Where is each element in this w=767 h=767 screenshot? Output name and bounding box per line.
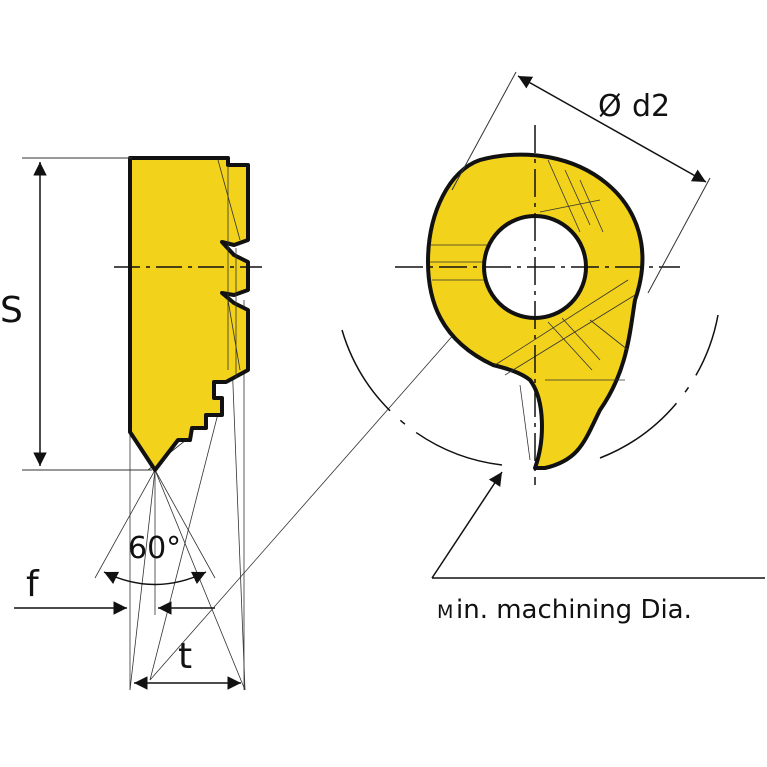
f-label: f [26,564,40,605]
t-label: t [178,636,192,677]
s-dimension: S [0,157,152,471]
f-dimension: f [14,564,215,615]
d2-dimension: Ø d2 [451,71,711,294]
angle-dimension: 60° [103,531,207,586]
t-dimension: t [134,636,241,690]
min-dia-caption: in. machining Dia. [456,595,692,625]
diameter-symbol: Ø [598,89,622,124]
s-label: S [0,290,23,331]
min-dia-prefix: M [437,601,453,623]
angle-label: 60° [128,531,181,566]
front-view: Ø d2 M in. machining Dia. [149,71,765,681]
diameter-name: d2 [632,89,670,124]
min-dia-arc [341,314,719,466]
side-view: S 60° f t [0,156,262,691]
insert-side-body [128,156,250,472]
min-dia-leader: M in. machining Dia. [431,471,765,625]
